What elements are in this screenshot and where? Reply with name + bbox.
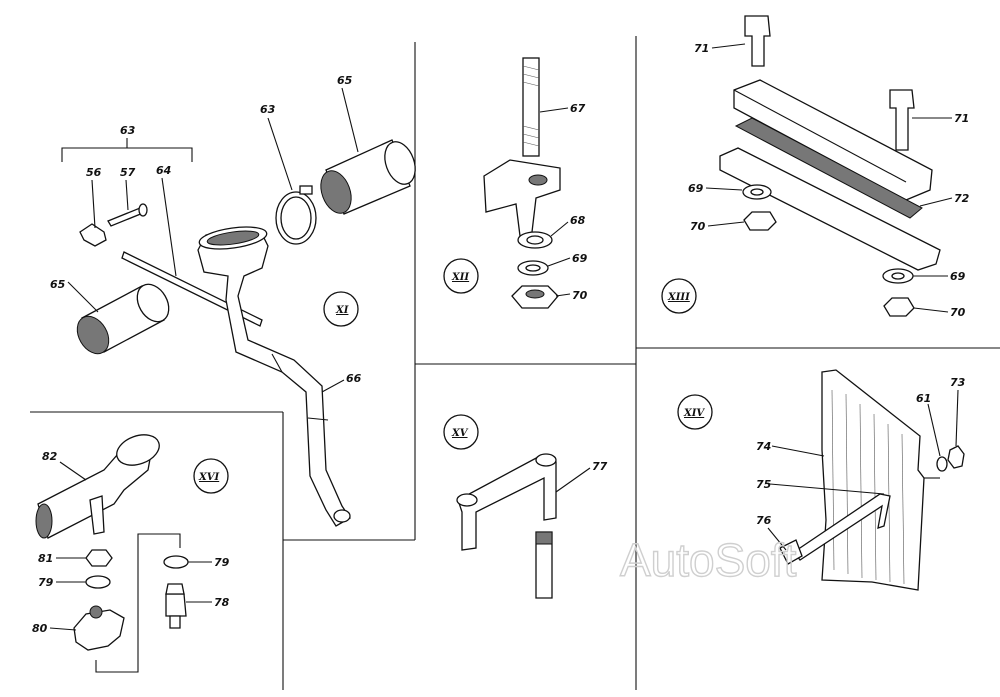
- callout-77: 77: [592, 460, 608, 473]
- callout-57: 57: [120, 166, 136, 179]
- callout-69-xiii-right: 69: [950, 270, 966, 283]
- panel-dividers: [30, 36, 1000, 690]
- clamp-63: [267, 117, 317, 245]
- washer-79-left: [85, 575, 111, 589]
- callout-61: 61: [916, 392, 931, 405]
- section-xi-heater-pipe: [61, 87, 416, 527]
- washer-79-right: [163, 555, 189, 569]
- bolt-76: [779, 539, 803, 565]
- section-xv-u-bracket: [443, 414, 591, 599]
- nut-70-left: [743, 211, 777, 231]
- callout-63-group: 63: [120, 124, 136, 137]
- callout-71-right: 71: [954, 112, 969, 125]
- union-78: [165, 593, 187, 617]
- pipe-66: [197, 226, 351, 527]
- callout-65-top: 65: [337, 74, 353, 87]
- clamp-56: [79, 223, 107, 247]
- stud-67: [522, 57, 540, 157]
- callout-79-left: 79: [38, 576, 54, 589]
- bolt-57: [107, 207, 144, 227]
- callout-63: 63: [260, 103, 276, 116]
- callout-69-xiii-left: 69: [688, 182, 704, 195]
- watermark: AutoSoft: [620, 534, 797, 586]
- nut-81: [85, 549, 113, 567]
- callout-80: 80: [32, 622, 48, 635]
- washer-61: [936, 456, 948, 472]
- callout-76: 76: [756, 514, 772, 527]
- bolt-71-right: [889, 89, 915, 151]
- section-label-xiv: XIV: [683, 408, 705, 419]
- callout-66: 66: [346, 372, 362, 385]
- callout-79-right: 79: [214, 556, 230, 569]
- callout-72: 72: [954, 192, 970, 205]
- nut-70-right: [883, 297, 915, 317]
- callout-67: 67: [570, 102, 586, 115]
- callout-68: 68: [570, 214, 586, 227]
- bracket-xii: [483, 159, 561, 237]
- section-label-xiii: XIII: [667, 292, 690, 303]
- section-label-xii: XII: [451, 272, 469, 283]
- callout-75: 75: [756, 478, 772, 491]
- section-label-xv: XV: [451, 428, 469, 439]
- callout-70-xiii-left: 70: [690, 220, 706, 233]
- callout-82: 82: [42, 450, 58, 463]
- callout-labels: 63 56 57 64 63 65 65 66 67 68 69 70 71 7…: [32, 42, 970, 635]
- section-xii-stud-bracket: [443, 57, 571, 309]
- section-label-xi: XI: [335, 305, 349, 316]
- hose-65-left: [67, 281, 170, 355]
- callout-70-xii: 70: [572, 289, 588, 302]
- bolt-71-top: [744, 15, 771, 67]
- section-label-xvi: XVI: [198, 472, 220, 483]
- bar-lower: [719, 147, 941, 271]
- section-xiv-deflector: [677, 369, 965, 591]
- callout-81: 81: [38, 552, 53, 565]
- deflector-74: [821, 369, 925, 591]
- callout-74: 74: [756, 440, 771, 453]
- callout-70-xiii-right: 70: [950, 306, 966, 319]
- callout-65-left: 65: [50, 278, 66, 291]
- callout-78: 78: [214, 596, 230, 609]
- callout-64: 64: [156, 164, 171, 177]
- section-xiii-bar-assembly: [661, 15, 953, 317]
- callout-56: 56: [86, 166, 102, 179]
- section-labels: XI XII XIII XIV XV XVI: [198, 272, 705, 483]
- nut-73: [947, 445, 965, 469]
- callout-69-xii: 69: [572, 252, 588, 265]
- hose-65-top: [320, 87, 416, 215]
- section-xvi-fitting: [35, 434, 229, 673]
- callout-73: 73: [950, 376, 966, 389]
- gasket-72: [734, 117, 923, 219]
- callout-71-top: 71: [694, 42, 709, 55]
